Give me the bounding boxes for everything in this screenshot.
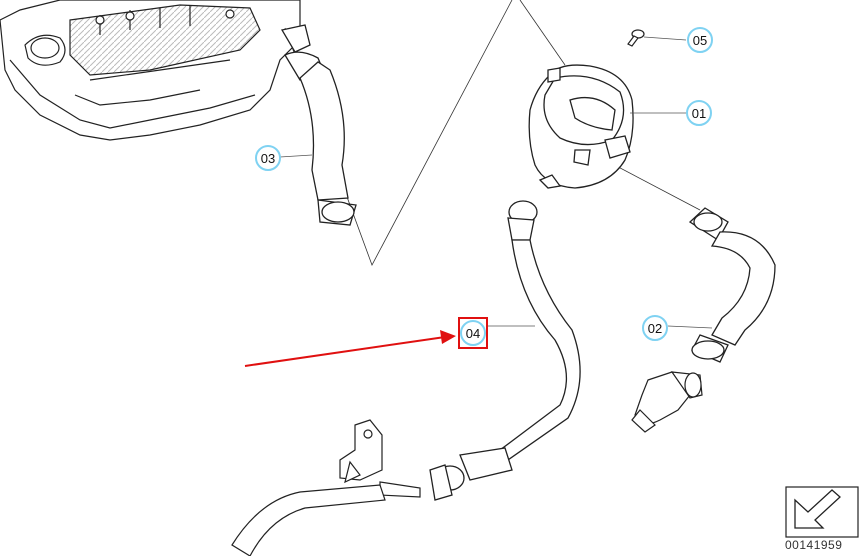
callout-label: 02 [647, 320, 663, 336]
callout-04[interactable]: 04 [460, 320, 486, 346]
hose-03 [280, 24, 357, 226]
bracket-and-tube [231, 419, 421, 556]
callout-03[interactable]: 03 [255, 145, 281, 171]
oil-separator-01 [528, 64, 634, 189]
callout-02[interactable]: 02 [642, 315, 668, 341]
callout-label: 01 [691, 105, 707, 121]
highlight-box [458, 317, 488, 349]
diagram-number: 00141959 [785, 538, 843, 552]
red-pointer-arrow [244, 330, 456, 367]
callout-01[interactable]: 01 [686, 100, 712, 126]
screw-05 [627, 29, 645, 47]
leader-lines-solid [279, 36, 713, 329]
callout-05[interactable]: 05 [687, 27, 713, 53]
hose-02 [688, 207, 776, 363]
callout-label: 04 [465, 325, 481, 341]
valve-cover [0, 0, 301, 141]
callout-label: 03 [260, 150, 276, 166]
hose-04 [429, 200, 581, 501]
arrow-down-left-icon [785, 486, 859, 538]
callout-label: 05 [692, 32, 708, 48]
lower-connector-pipe [631, 371, 703, 433]
